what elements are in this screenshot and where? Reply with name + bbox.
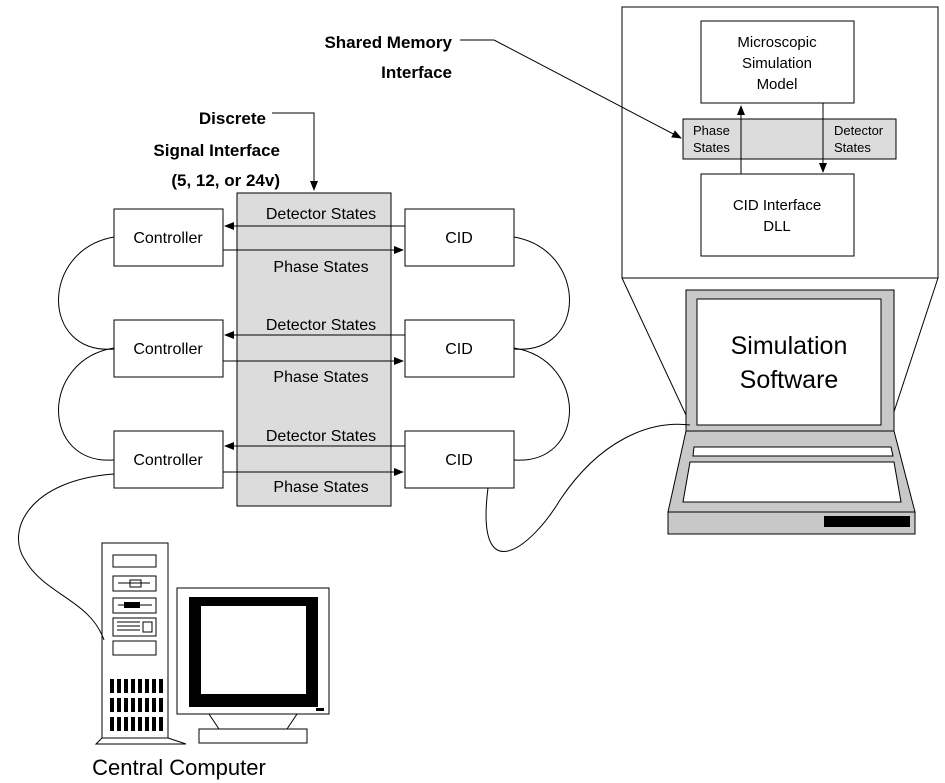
sim-software-line2: Software (740, 366, 839, 394)
microscopic-model-box: Microscopic Simulation Model (700, 20, 855, 104)
discrete-label-line1: Discrete (199, 109, 266, 128)
cid-label: CID (445, 452, 473, 469)
computer-tower-icon (94, 542, 187, 745)
detector-small-line1: Detector (834, 123, 884, 138)
controller-box-1: Controller (113, 208, 224, 267)
zoom-line-right (887, 277, 939, 431)
shared-memory-band (682, 118, 897, 160)
computer-cable (17, 473, 115, 641)
controller-label: Controller (133, 341, 203, 358)
detector-small-line2: States (834, 140, 871, 155)
discrete-label-line2: Signal Interface (153, 141, 280, 160)
phase-small-line2: States (693, 140, 730, 155)
controller-chain-1 (58, 236, 115, 350)
cid-box-1: CID (404, 208, 515, 267)
cid-dll-line2: DLL (763, 218, 791, 235)
cid-label: CID (445, 341, 473, 358)
model-label-line2: Simulation (742, 55, 812, 72)
zoom-line-left (621, 277, 694, 431)
controller-label: Controller (133, 452, 203, 469)
cid-chain-1 (513, 236, 570, 350)
cid-dll-line1: CID Interface (733, 197, 821, 214)
discrete-signal-band (236, 192, 392, 507)
detector-states-label: Detector States (266, 317, 376, 334)
detector-states-label: Detector States (266, 206, 376, 223)
shared-memory-line1: Shared Memory (324, 33, 452, 52)
discrete-label-line3: (5, 12, or 24v) (171, 171, 280, 190)
phase-small-line1: Phase (693, 123, 730, 138)
shared-memory-line2: Interface (381, 63, 452, 82)
signal-row-2: Detector States Phase States (223, 317, 405, 386)
controller-box-3: Controller (113, 430, 224, 489)
cid-dll-box: CID Interface DLL (700, 173, 855, 257)
phase-states-label: Phase States (273, 259, 368, 276)
laptop-icon: Simulation Software (667, 289, 916, 535)
model-label-line3: Model (757, 76, 798, 93)
laptop-cable (485, 423, 691, 552)
discrete-signal-label: Discrete Signal Interface (5, 12, or 24v… (153, 109, 318, 191)
cid-box-2: CID (404, 319, 515, 378)
signal-row-3: Detector States Phase States (223, 428, 405, 496)
cid-chain-2 (513, 347, 570, 461)
shared-memory-pointer (460, 39, 682, 139)
phase-states-label: Phase States (273, 479, 368, 496)
controller-chain-2 (58, 347, 115, 461)
model-label-line1: Microscopic (737, 34, 817, 51)
discrete-pointer (272, 112, 318, 191)
cid-label: CID (445, 230, 473, 247)
central-computer-label: Central Computer (92, 755, 266, 780)
monitor-icon (176, 587, 330, 744)
cid-box-3: CID (404, 430, 515, 489)
detector-states-label: Detector States (266, 428, 376, 445)
phase-states-label: Phase States (273, 369, 368, 386)
controller-label: Controller (133, 230, 203, 247)
signal-row-1: Detector States Phase States (223, 206, 405, 276)
controller-box-2: Controller (113, 319, 224, 378)
sim-software-line1: Simulation (731, 332, 848, 360)
